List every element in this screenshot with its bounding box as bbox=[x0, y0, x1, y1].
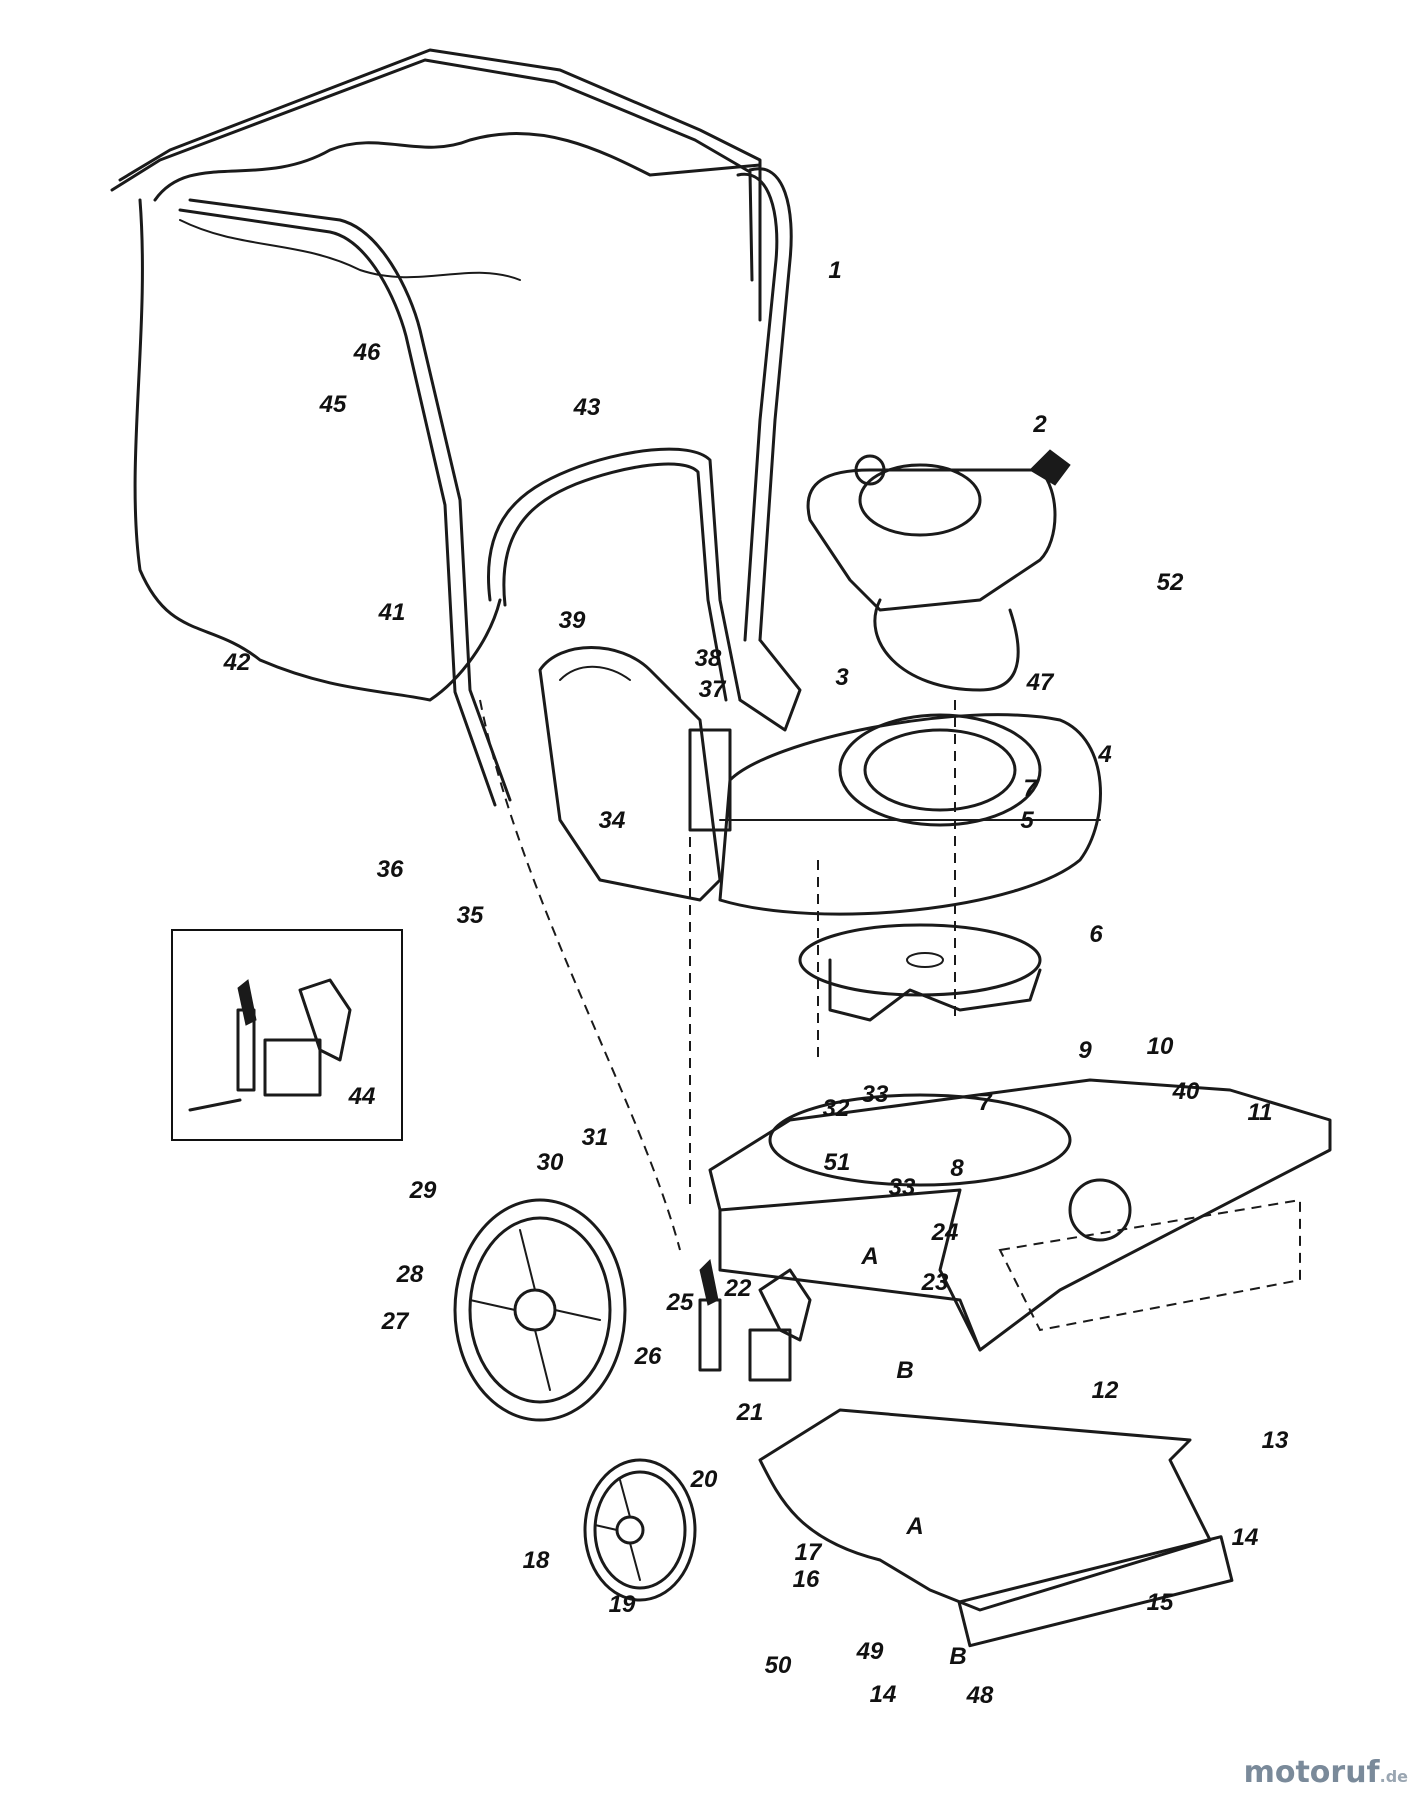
deck bbox=[708, 1078, 1332, 1352]
callout-1: 1 bbox=[828, 257, 841, 284]
assembly-lines bbox=[479, 699, 956, 1251]
callout-44: 44 bbox=[348, 1083, 376, 1110]
callout-b: B bbox=[896, 1357, 913, 1384]
callout-30: 30 bbox=[537, 1149, 564, 1176]
callout-33: 33 bbox=[862, 1081, 889, 1108]
callout-14: 14 bbox=[1232, 1524, 1259, 1551]
callout-13: 13 bbox=[1262, 1427, 1289, 1454]
callout-21: 21 bbox=[736, 1399, 764, 1426]
callout-9: 9 bbox=[1078, 1037, 1092, 1064]
callout-43: 43 bbox=[573, 394, 601, 421]
callout-37: 37 bbox=[699, 676, 727, 703]
callout-40: 40 bbox=[1172, 1078, 1200, 1105]
callout-28: 28 bbox=[396, 1261, 424, 1288]
callout-33: 33 bbox=[889, 1174, 916, 1201]
callout-b: B bbox=[949, 1643, 966, 1670]
callout-14: 14 bbox=[870, 1681, 897, 1708]
callout-42: 42 bbox=[223, 649, 251, 676]
callout-3: 3 bbox=[835, 664, 849, 691]
callout-27: 27 bbox=[381, 1308, 410, 1335]
callout-6: 6 bbox=[1089, 921, 1103, 948]
handle-frame bbox=[110, 48, 802, 807]
front-wheel bbox=[583, 1458, 697, 1602]
engine bbox=[806, 449, 1071, 692]
callout-12: 12 bbox=[1092, 1377, 1119, 1404]
callout-50: 50 bbox=[765, 1652, 792, 1679]
callout-8: 8 bbox=[950, 1155, 964, 1182]
callout-16: 16 bbox=[793, 1566, 820, 1593]
callout-41: 41 bbox=[378, 599, 406, 626]
callout-49: 49 bbox=[856, 1638, 884, 1665]
callout-32: 32 bbox=[823, 1095, 850, 1122]
inset-box bbox=[171, 929, 403, 1141]
callout-7: 7 bbox=[1023, 775, 1038, 802]
callout-39: 39 bbox=[559, 607, 586, 634]
rear-wheel bbox=[453, 1198, 627, 1422]
callout-2: 2 bbox=[1032, 411, 1047, 438]
fan-housing bbox=[718, 713, 1102, 916]
callout-51: 51 bbox=[824, 1149, 851, 1176]
callout-35: 35 bbox=[457, 902, 484, 929]
callout-36: 36 bbox=[377, 856, 404, 883]
callout-11: 11 bbox=[1248, 1099, 1273, 1126]
callout-46: 46 bbox=[353, 339, 381, 366]
callout-10: 10 bbox=[1147, 1033, 1174, 1060]
height-adjuster bbox=[698, 1258, 812, 1382]
callout-26: 26 bbox=[634, 1343, 662, 1370]
impeller bbox=[798, 923, 1042, 1022]
callout-22: 22 bbox=[724, 1275, 752, 1302]
watermark-tld: .de bbox=[1379, 1767, 1408, 1786]
callout-47: 47 bbox=[1026, 669, 1055, 696]
callout-45: 45 bbox=[319, 391, 347, 418]
callout-a: A bbox=[860, 1243, 878, 1270]
watermark-text: motoruf bbox=[1243, 1755, 1380, 1790]
callout-52: 52 bbox=[1157, 569, 1184, 596]
callout-a: A bbox=[905, 1513, 923, 1540]
callout-24: 24 bbox=[931, 1219, 959, 1246]
callout-15: 15 bbox=[1147, 1589, 1174, 1616]
callout-25: 25 bbox=[666, 1289, 694, 1316]
watermark: motoruf.de bbox=[1244, 1755, 1408, 1790]
callout-19: 19 bbox=[609, 1591, 636, 1618]
nozzle bbox=[758, 1408, 1234, 1648]
callout-18: 18 bbox=[523, 1547, 550, 1574]
callout-20: 20 bbox=[690, 1466, 718, 1493]
callout-29: 29 bbox=[409, 1177, 437, 1204]
callout-34: 34 bbox=[599, 807, 626, 834]
callout-4: 4 bbox=[1097, 741, 1111, 768]
callout-48: 48 bbox=[966, 1682, 994, 1709]
callout-5: 5 bbox=[1020, 807, 1034, 834]
callout-31: 31 bbox=[582, 1124, 609, 1151]
callout-38: 38 bbox=[695, 645, 722, 672]
callout-23: 23 bbox=[921, 1269, 949, 1296]
callout-7: 7 bbox=[978, 1089, 993, 1116]
callout-17: 17 bbox=[795, 1539, 823, 1566]
grass-bag bbox=[133, 131, 762, 702]
bag-support bbox=[487, 447, 742, 702]
